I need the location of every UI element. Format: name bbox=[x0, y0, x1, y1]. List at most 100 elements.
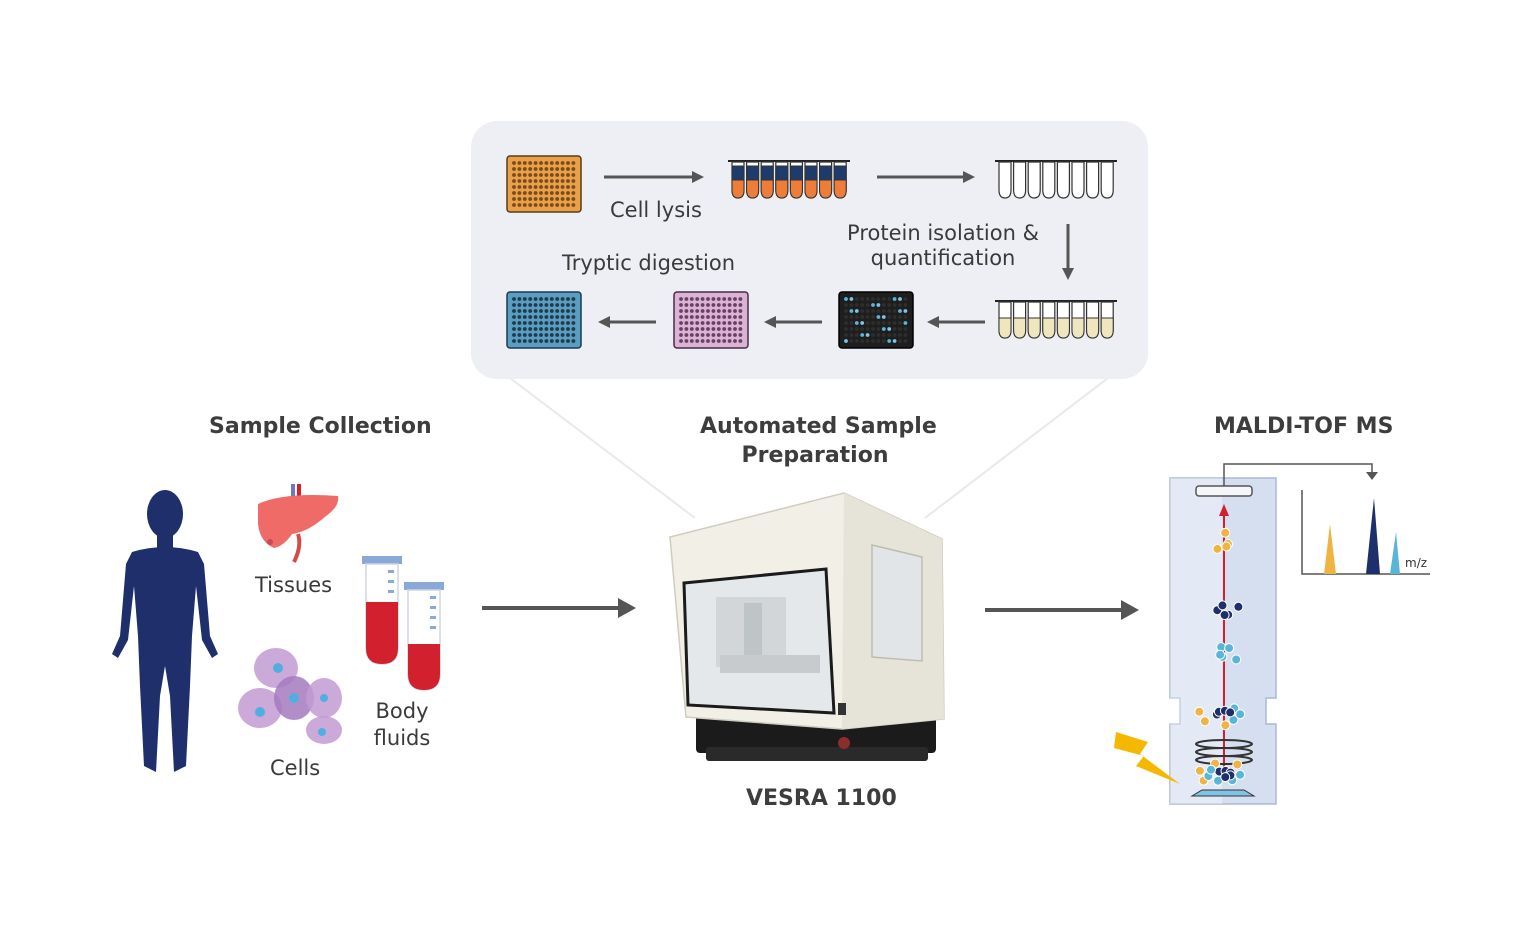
well bbox=[711, 327, 716, 331]
well bbox=[689, 297, 694, 301]
well bbox=[854, 333, 859, 337]
well bbox=[571, 167, 576, 171]
protein-line-2: quantification bbox=[870, 246, 1016, 271]
well bbox=[517, 297, 522, 301]
well bbox=[711, 333, 716, 337]
well bbox=[566, 179, 570, 183]
well bbox=[528, 203, 533, 207]
tube-fill bbox=[1042, 317, 1056, 339]
well bbox=[727, 309, 732, 313]
well bbox=[560, 191, 565, 195]
well bbox=[555, 173, 560, 177]
well bbox=[544, 161, 549, 165]
well bbox=[522, 333, 527, 337]
well bbox=[865, 303, 870, 307]
well bbox=[849, 309, 854, 313]
well bbox=[539, 339, 543, 343]
well bbox=[892, 321, 897, 325]
well bbox=[722, 303, 727, 307]
well bbox=[549, 309, 554, 313]
well bbox=[533, 297, 538, 301]
well bbox=[566, 161, 570, 165]
well bbox=[865, 309, 870, 313]
well bbox=[549, 327, 554, 331]
well bbox=[722, 315, 727, 319]
well bbox=[555, 197, 560, 201]
well bbox=[727, 327, 732, 331]
tube-fill bbox=[998, 317, 1012, 339]
well bbox=[528, 309, 533, 313]
well bbox=[844, 315, 848, 319]
well bbox=[849, 321, 854, 325]
well bbox=[860, 333, 865, 337]
ion bbox=[1220, 772, 1231, 783]
well bbox=[571, 309, 576, 313]
ion bbox=[1206, 764, 1216, 775]
well bbox=[555, 327, 560, 331]
well bbox=[738, 315, 743, 319]
tryptic-digestion-label: Tryptic digestion bbox=[562, 251, 736, 275]
well bbox=[716, 327, 721, 331]
cells-icon bbox=[238, 648, 342, 744]
well bbox=[854, 297, 859, 301]
well bbox=[512, 185, 516, 189]
arrow-left-3 bbox=[598, 316, 656, 328]
well bbox=[695, 309, 700, 313]
human-silhouette-icon bbox=[112, 490, 218, 772]
well bbox=[512, 309, 516, 313]
well bbox=[876, 333, 881, 337]
well bbox=[528, 321, 533, 325]
well bbox=[716, 333, 721, 337]
well bbox=[544, 321, 549, 325]
well bbox=[892, 333, 897, 337]
well bbox=[512, 197, 516, 201]
well bbox=[571, 173, 576, 177]
well bbox=[738, 339, 743, 343]
well bbox=[860, 315, 865, 319]
well bbox=[560, 173, 565, 177]
well bbox=[706, 309, 710, 313]
tube-fill bbox=[1086, 317, 1100, 339]
well bbox=[903, 327, 908, 331]
well bbox=[555, 321, 560, 325]
well bbox=[522, 173, 527, 177]
tube-fill bbox=[746, 179, 760, 199]
well bbox=[733, 339, 737, 343]
well bbox=[892, 309, 897, 313]
well bbox=[539, 185, 543, 189]
well bbox=[887, 315, 892, 319]
well bbox=[738, 333, 743, 337]
well bbox=[700, 327, 705, 331]
well bbox=[571, 297, 576, 301]
well bbox=[871, 333, 875, 337]
well bbox=[711, 309, 716, 313]
well bbox=[533, 191, 538, 195]
well bbox=[512, 321, 516, 325]
well bbox=[887, 327, 892, 331]
well bbox=[555, 309, 560, 313]
well bbox=[684, 309, 689, 313]
well bbox=[903, 315, 908, 319]
well bbox=[684, 327, 689, 331]
well bbox=[528, 167, 533, 171]
well bbox=[722, 333, 727, 337]
well bbox=[566, 203, 570, 207]
ion bbox=[1194, 765, 1205, 776]
well bbox=[871, 315, 875, 319]
tube-fill bbox=[819, 165, 833, 181]
well bbox=[679, 309, 683, 313]
well bbox=[898, 333, 902, 337]
well bbox=[533, 185, 538, 189]
well bbox=[892, 315, 897, 319]
well bbox=[706, 297, 710, 301]
well bbox=[528, 339, 533, 343]
well bbox=[539, 327, 543, 331]
well bbox=[854, 327, 859, 331]
well bbox=[544, 315, 549, 319]
well bbox=[684, 297, 689, 301]
well bbox=[555, 191, 560, 195]
well bbox=[887, 339, 892, 343]
well bbox=[844, 327, 848, 331]
well bbox=[733, 315, 737, 319]
well bbox=[689, 333, 694, 337]
